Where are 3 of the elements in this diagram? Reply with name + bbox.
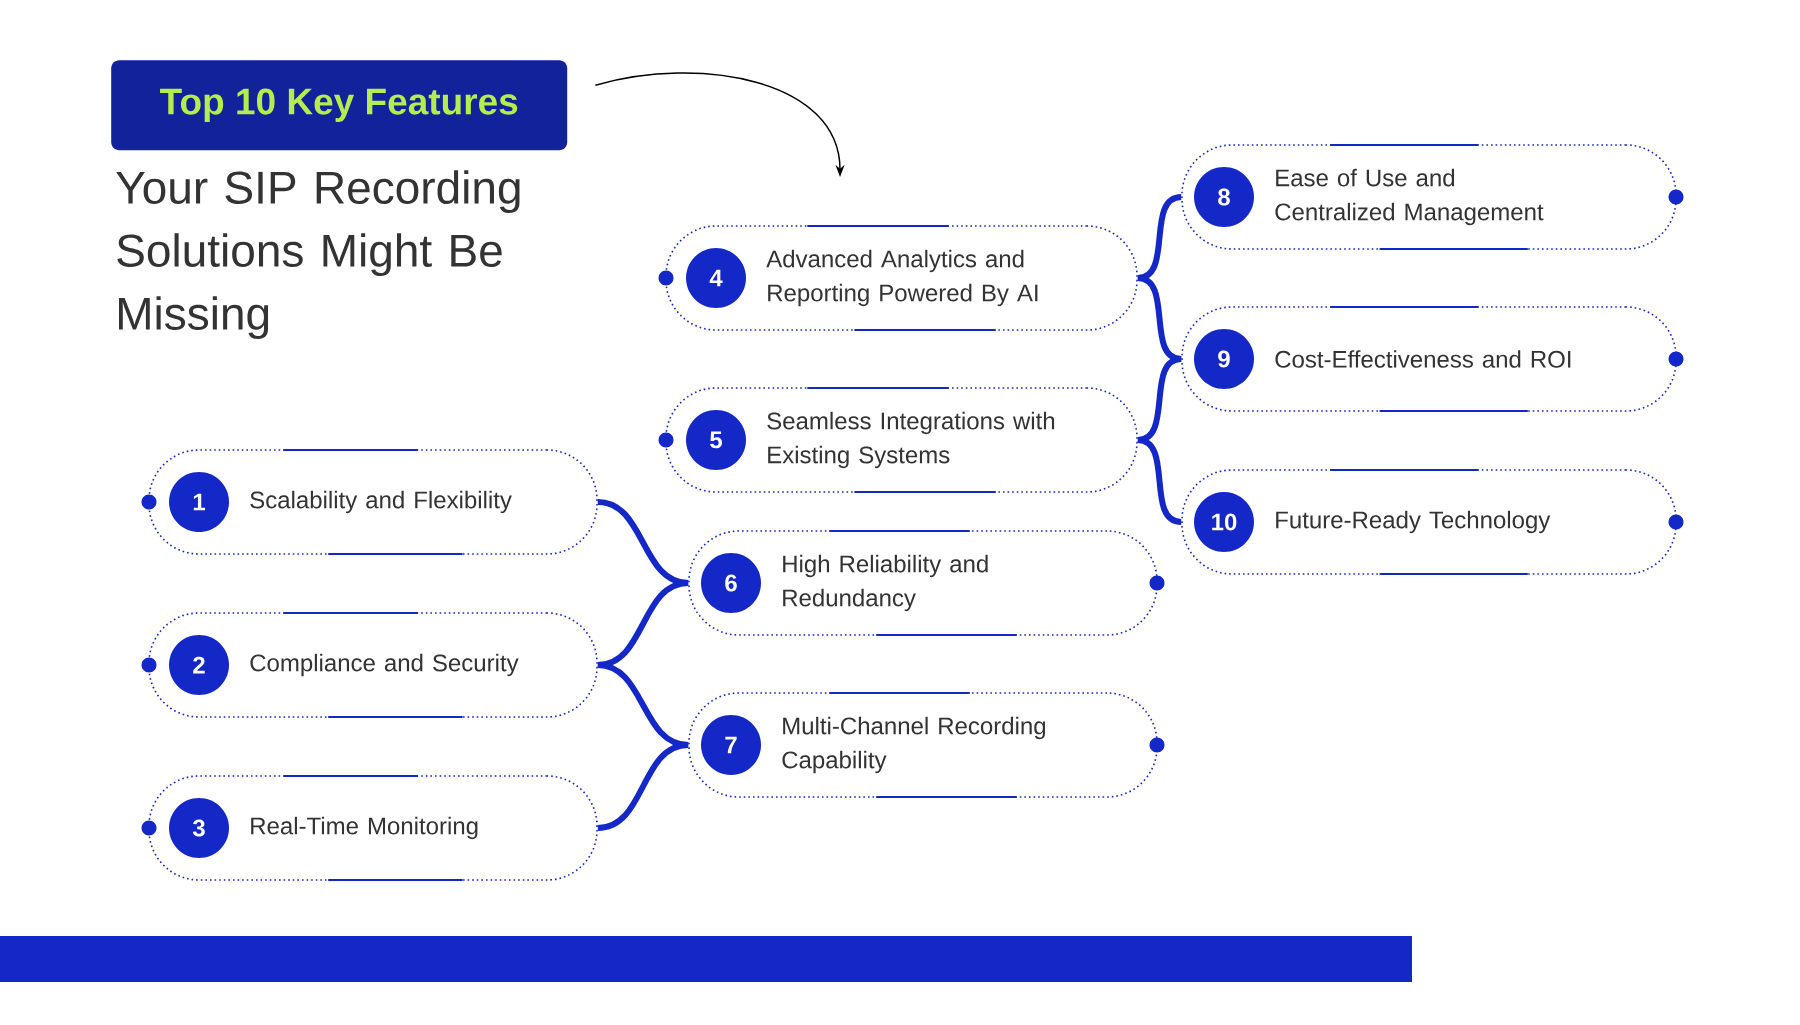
subtitle: Your SIP Recording Solutions Might Be Missing [116,170,520,340]
title-badge: Top 10 Key Features [111,60,568,151]
connector-curve [597,742,689,831]
